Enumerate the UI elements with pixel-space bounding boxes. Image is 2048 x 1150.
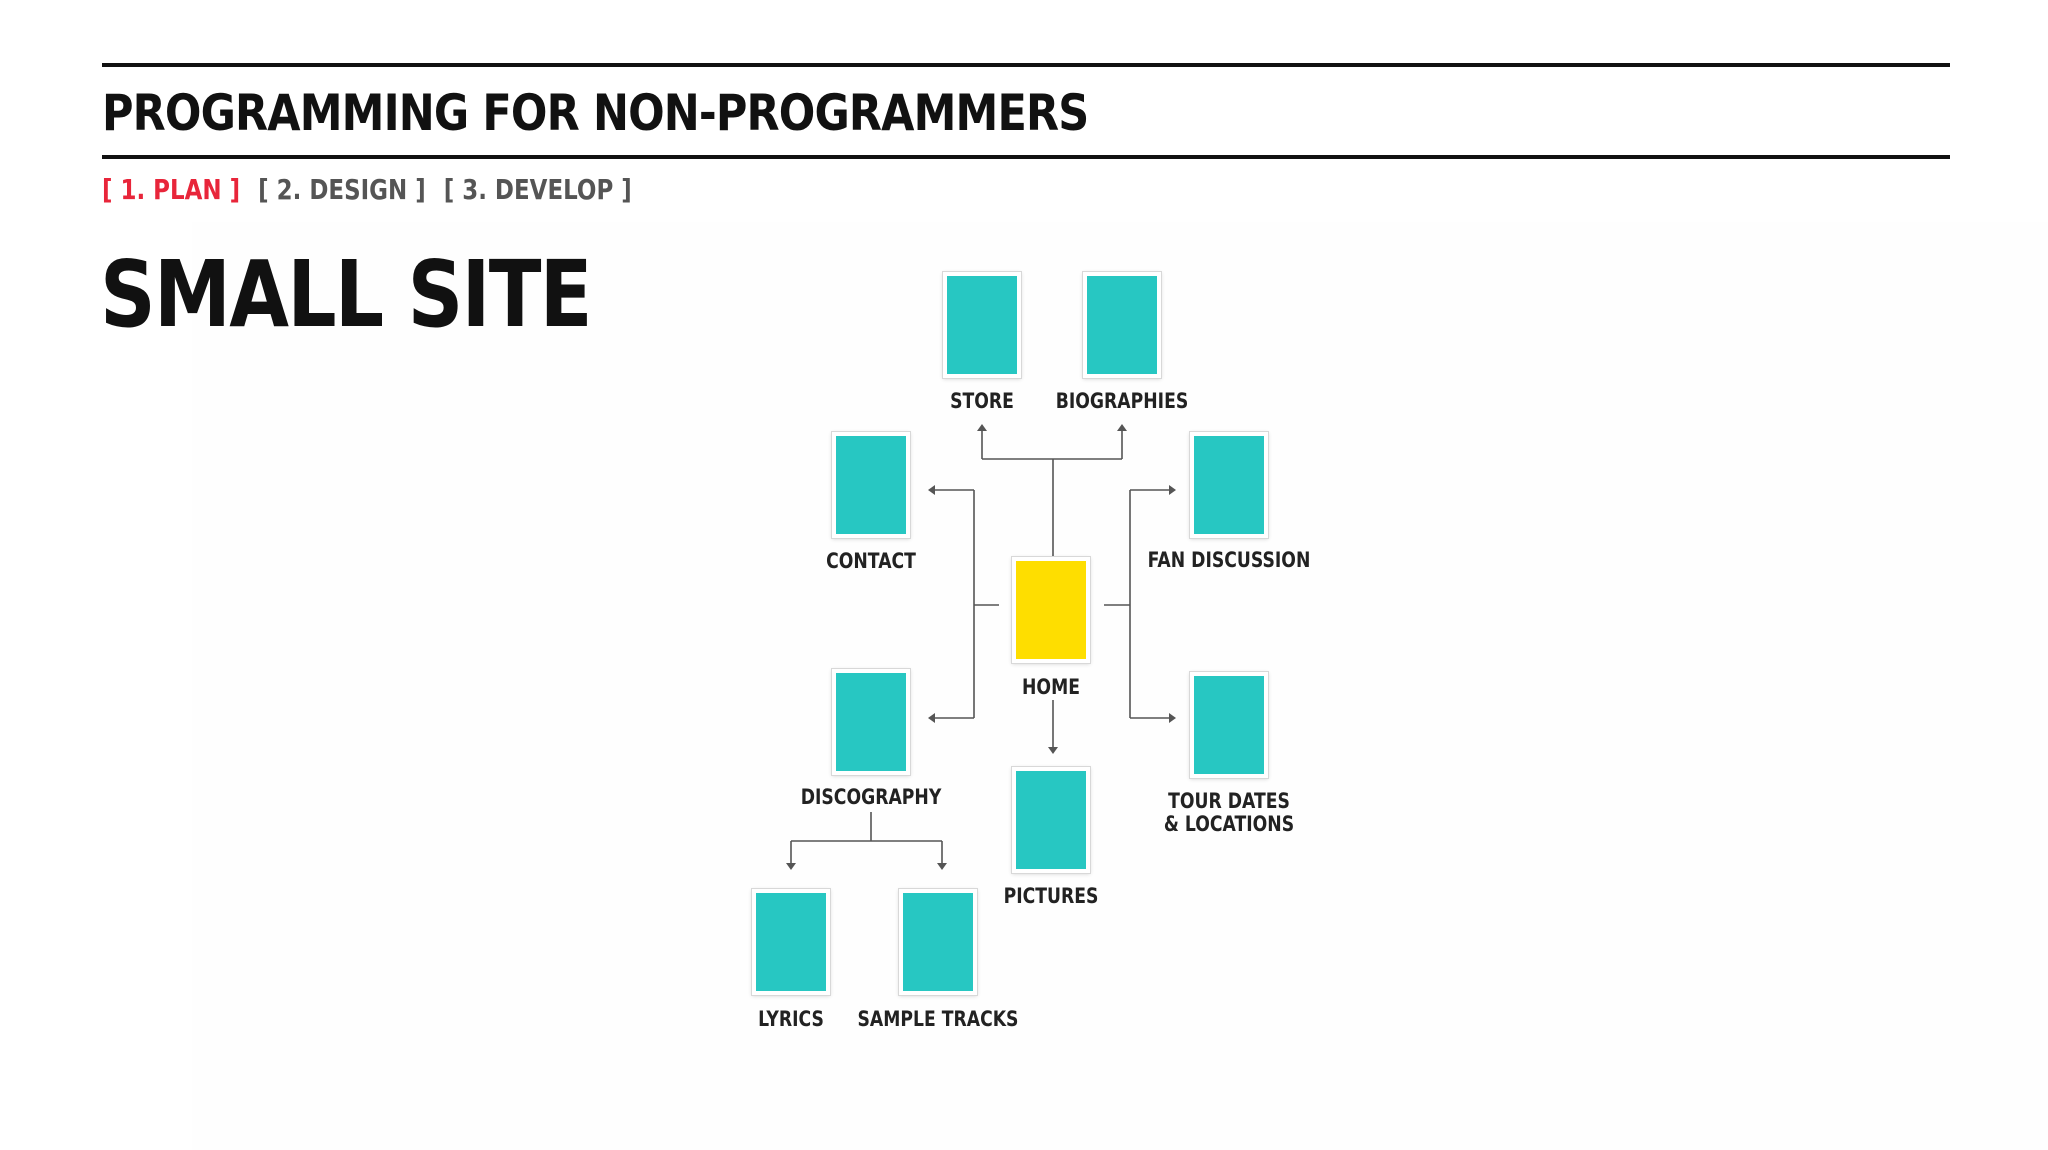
node-lyrics-page [752, 889, 830, 995]
arrow-store [977, 424, 987, 431]
node-pictures-label: PICTURES [1003, 884, 1099, 908]
node-sample-tracks-page [899, 889, 977, 995]
arrow-sample-tracks [937, 863, 947, 870]
slide-heading: SMALL SITE [100, 241, 593, 348]
node-biographies-label: BIOGRAPHIES [1055, 389, 1189, 413]
node-tour-dates-label: TOUR DATES & LOCATIONS [1163, 789, 1295, 836]
node-fan-discussion-page [1190, 432, 1268, 538]
step-develop: [ 3. DEVELOP ] [443, 173, 632, 206]
node-tour-dates-page [1190, 672, 1268, 778]
node-store-label: STORE [950, 389, 1014, 413]
node-fan-discussion-label: FAN DISCUSSION [1147, 548, 1311, 572]
node-lyrics-label: LYRICS [758, 1007, 824, 1031]
step-plan: [ 1. PLAN ] [102, 173, 241, 206]
arrow-lyrics [786, 863, 796, 870]
node-contact-page [832, 432, 910, 538]
node-home-label: HOME [1022, 675, 1080, 699]
step-design: [ 2. DESIGN ] [258, 173, 426, 206]
arrow-pictures [1048, 747, 1058, 754]
node-sample-tracks-label: SAMPLE TRACKS [857, 1007, 1019, 1031]
node-biographies-page [1083, 272, 1161, 378]
arrow-fan-discussion [1169, 485, 1176, 495]
arrow-tour-dates [1169, 713, 1176, 723]
header-top-rule [102, 63, 1950, 67]
course-title: PROGRAMMING FOR NON-PROGRAMMERS [102, 84, 1089, 142]
node-pictures-page [1012, 767, 1090, 873]
header-bottom-rule [102, 155, 1950, 159]
node-home-page [1012, 557, 1090, 663]
node-discography-label: DISCOGRAPHY [800, 785, 942, 809]
arrow-contact [928, 485, 935, 495]
arrow-discography [928, 713, 935, 723]
arrow-biographies [1117, 424, 1127, 431]
step-breadcrumb: [ 1. PLAN ] [ 2. DESIGN ] [ 3. DEVELOP ] [102, 170, 632, 210]
node-store-page [943, 272, 1021, 378]
node-discography-page [832, 669, 910, 775]
node-contact-label: CONTACT [826, 549, 916, 573]
